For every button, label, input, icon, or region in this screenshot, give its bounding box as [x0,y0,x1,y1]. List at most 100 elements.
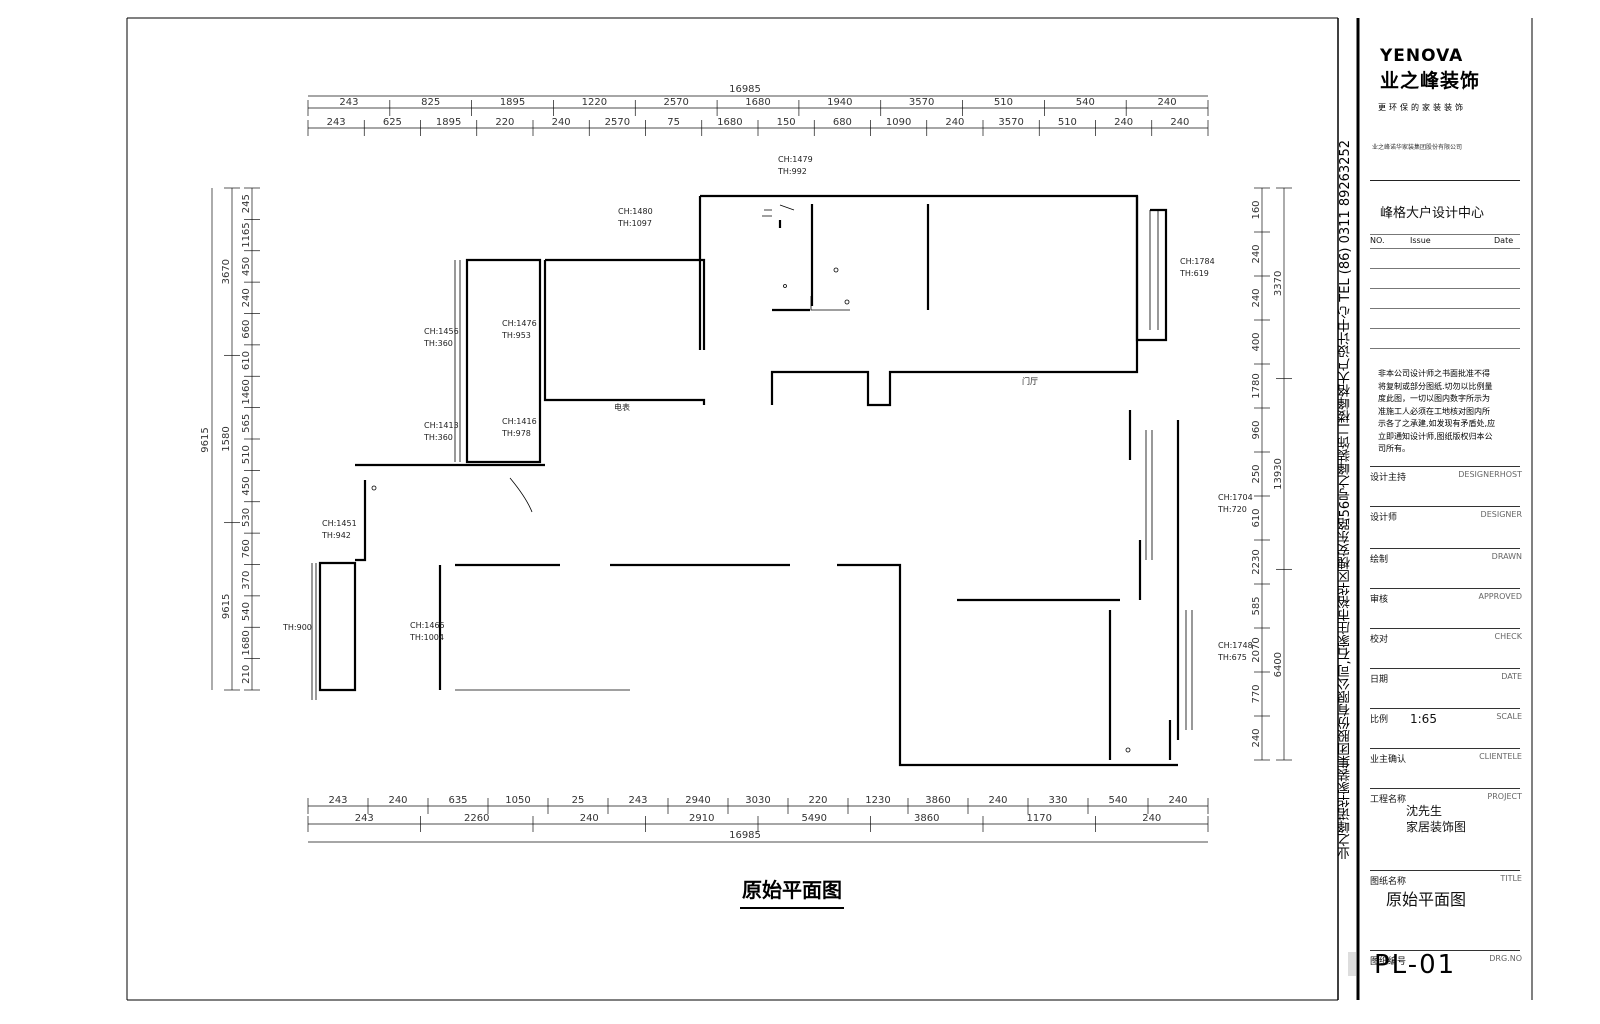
title-row-label-en: DESIGNERHOST [1458,470,1522,479]
dimension-label: 565 [241,414,252,433]
dimension-label: 450 [241,477,252,496]
annotation: CH:1480 [618,207,653,216]
dimension-label: 1090 [886,117,911,128]
dimension-label: 245 [241,194,252,213]
annotation: TH:360 [423,433,453,442]
dimension-label: 760 [241,539,252,558]
annotation: TH:942 [321,531,351,540]
dimension-label: 770 [1251,684,1262,703]
brand-slogan: 更环保的家装装饰 [1378,103,1466,112]
annotation: CH:1784 [1180,257,1215,266]
dimension-label: 250 [1251,464,1262,483]
company-vertical-text: 业之峰诺华家装集团股份有限公司,石家庄市裕华区槐安东路56号之峰装饰二楼峰格大户… [1336,140,1360,1000]
annotation: TH:675 [1217,653,1247,662]
dimension-label: 2260 [464,813,489,824]
dimension-label: 6400 [1273,652,1284,677]
dimension-label: 1895 [500,97,525,108]
title-row-label-en: PROJECT [1487,792,1522,801]
dimension-label: 400 [1251,332,1262,351]
dimension-label: 1220 [582,97,607,108]
dimension-label: 240 [1158,97,1177,108]
dimension-label: 960 [1251,420,1262,439]
dimension-label: 610 [241,351,252,370]
left-total-dimension: 9615 [200,427,211,452]
rev-header-no: NO. [1370,236,1385,245]
dimension-label: 510 [241,445,252,464]
title-row-label-en: APPROVED [1478,592,1522,601]
dimension-label: 1680 [745,97,770,108]
dimension-label: 240 [552,117,571,128]
dimension-label: 3860 [925,795,950,806]
dimension-label: 3570 [998,117,1023,128]
dimension-label: 625 [383,117,402,128]
scale-value: 1:65 [1410,712,1437,726]
dimension-label: 3570 [909,97,934,108]
dimension-label: 1170 [1027,813,1052,824]
brand-logo-en: YENOVA [1380,46,1464,66]
dimension-label: 2940 [685,795,710,806]
dimension-label: 240 [388,795,407,806]
annotation: TH:900 [282,623,312,632]
dimension-label: 680 [833,117,852,128]
dimension-label: 240 [1251,728,1262,747]
dimension-label: 2070 [1251,637,1262,662]
dimension-label: 1780 [1251,373,1262,398]
dimension-label: 540 [1076,97,1095,108]
dimension-label: 1460 [241,379,252,404]
dimension-label: 240 [580,813,599,824]
annotation: TH:992 [777,167,807,176]
dimension-label: 240 [1170,117,1189,128]
annotation: CH:1704 [1218,493,1253,502]
brand-logo-cn: 业之峰装饰 [1380,70,1481,92]
title-block: YENOVA 业之峰装饰 更环保的家装装饰 业之峰诺华家装集团股份有限公司 峰格… [1370,18,1530,1008]
dimension-label: 240 [988,795,1007,806]
title-row-label-en: DESIGNER [1480,510,1522,519]
dimension-label: 243 [328,795,347,806]
sheet-marker [1348,952,1356,976]
dimension-label: 240 [1114,117,1133,128]
dimension-label: 210 [241,665,252,684]
drawing-title: 原始平面图 [1386,890,1467,909]
title-row-label-cn: 校对 [1370,635,1389,645]
dimension-label: 3370 [1273,271,1284,296]
annotation: 电表 [614,402,630,412]
annotation: CH:1748 [1218,641,1253,650]
company-address-text: 业之峰诺华家装集团股份有限公司,石家庄市裕华区槐安东路56号之峰装饰二楼峰格大户… [1338,140,1353,860]
dimension-label: 2230 [1251,549,1262,574]
dimension-label: 243 [339,97,358,108]
dimension-label: 1940 [827,97,852,108]
dimension-label: 150 [777,117,796,128]
annotation: TH:1004 [409,633,444,642]
design-center-name: 峰格大户设计中心 [1380,206,1485,221]
dimension-label: 243 [327,117,346,128]
top-total-dimension: 16985 [729,84,761,95]
dimension-label: 635 [448,795,467,806]
title-row-label-en: CLIENTELE [1479,752,1522,761]
dimension-label: 1050 [505,795,530,806]
annotation: 门厅 [1022,376,1038,386]
title-row-label-en: DRAWN [1491,552,1522,561]
dimension-label: 220 [495,117,514,128]
copyright-notice: 非本公司设计师之书面批准不得将复制或部分图纸.切勿以比例量度此图，一切以图内数字… [1378,369,1496,453]
title-row-label-cn: 审核 [1370,595,1389,605]
title-row-label-en: SCALE [1496,712,1522,721]
plan-title: 原始平面图 [740,874,844,909]
dimension-label: 370 [241,571,252,590]
dimension-left-inner: 2451165450240660610146056551045053076037… [241,187,260,691]
project-name-line1: 沈先生 [1406,804,1443,818]
dimension-label: 75 [667,117,680,128]
dimension-label: 1230 [865,795,890,806]
dimension-label: 3860 [914,813,939,824]
rev-header-issue: Issue [1410,236,1431,245]
sheet-border [126,17,1533,1001]
bottom-total-dimension: 16985 [729,830,761,841]
title-row-label-cn: 日期 [1370,675,1389,685]
title-row-label-en: DATE [1501,672,1522,681]
room-annotations: CH:1479 TH:992 CH:1480 TH:1097 CH:1456 T… [282,155,1253,662]
dimension-label: 160 [1251,200,1262,219]
